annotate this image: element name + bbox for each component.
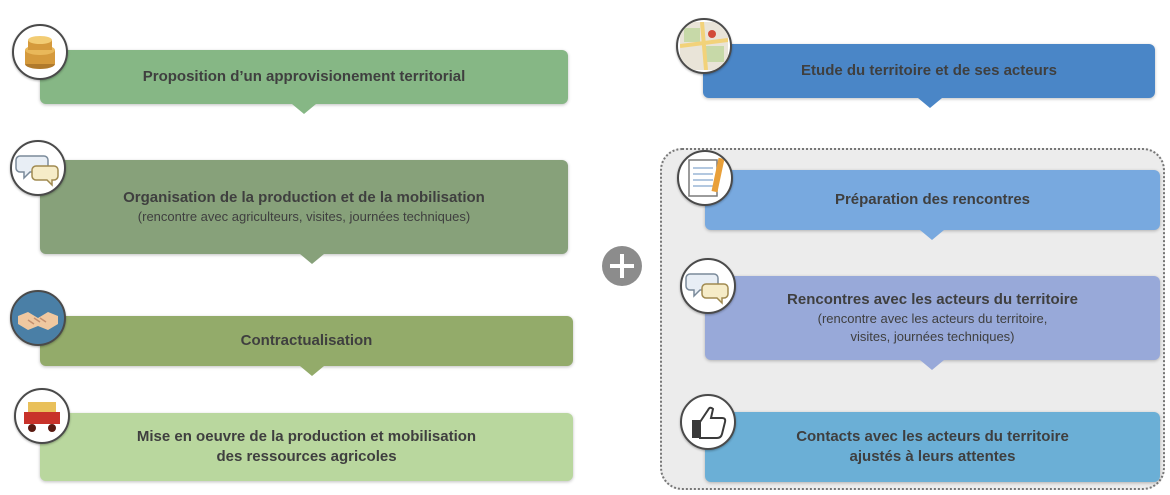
step-preparation: Préparation des rencontres [705, 170, 1160, 230]
step-title: Etude du territoire et de ses acteurs [801, 62, 1057, 79]
step-subtitle-line2: visites, journées techniques) [850, 329, 1015, 344]
handshake-icon [10, 290, 66, 346]
step-title: Proposition d’un approvisionement territ… [142, 68, 466, 85]
step-contractualisation: Contractualisation [40, 316, 573, 366]
arrow-down [300, 254, 324, 264]
step-contacts: Contacts avec les acteurs du territoire … [705, 412, 1160, 482]
arrow-down [920, 360, 944, 370]
thumbs-up-icon [680, 394, 736, 450]
map-icon [676, 18, 732, 74]
notebook-icon [677, 150, 733, 206]
cart-icon [14, 388, 70, 444]
arrow-down [292, 104, 316, 114]
step-title: Rencontres avec les acteurs du territoir… [787, 291, 1078, 308]
step-mise-en-oeuvre: Mise en oeuvre de la production et mobil… [40, 413, 573, 481]
step-subtitle-line1: (rencontre avec les acteurs du territoir… [817, 311, 1048, 326]
step-title: Organisation de la production et de la m… [123, 189, 485, 206]
plus-icon [602, 246, 642, 286]
speech-bubbles-icon [10, 140, 66, 196]
arrow-down [300, 366, 324, 376]
step-organisation: Organisation de la production et de la m… [40, 160, 568, 254]
step-title: Préparation des rencontres [834, 191, 1031, 208]
speech-bubbles-icon [680, 258, 736, 314]
arrow-down [920, 230, 944, 240]
step-etude-territoire: Etude du territoire et de ses acteurs [703, 44, 1155, 98]
step-approvisionnement: Proposition d’un approvisionement territ… [40, 50, 568, 104]
arrow-down [918, 98, 942, 108]
step-subtitle: (rencontre avec agriculteurs, visites, j… [137, 209, 471, 224]
step-title-line2: ajustés à leurs attentes [849, 448, 1016, 465]
step-title-line1: Mise en oeuvre de la production et mobil… [136, 428, 477, 445]
step-title-line2: des ressources agricoles [216, 448, 397, 465]
step-title: Contractualisation [240, 332, 373, 349]
step-title-line1: Contacts avec les acteurs du territoire [796, 428, 1069, 445]
step-rencontres: Rencontres avec les acteurs du territoir… [705, 276, 1160, 360]
coins-icon [12, 24, 68, 80]
